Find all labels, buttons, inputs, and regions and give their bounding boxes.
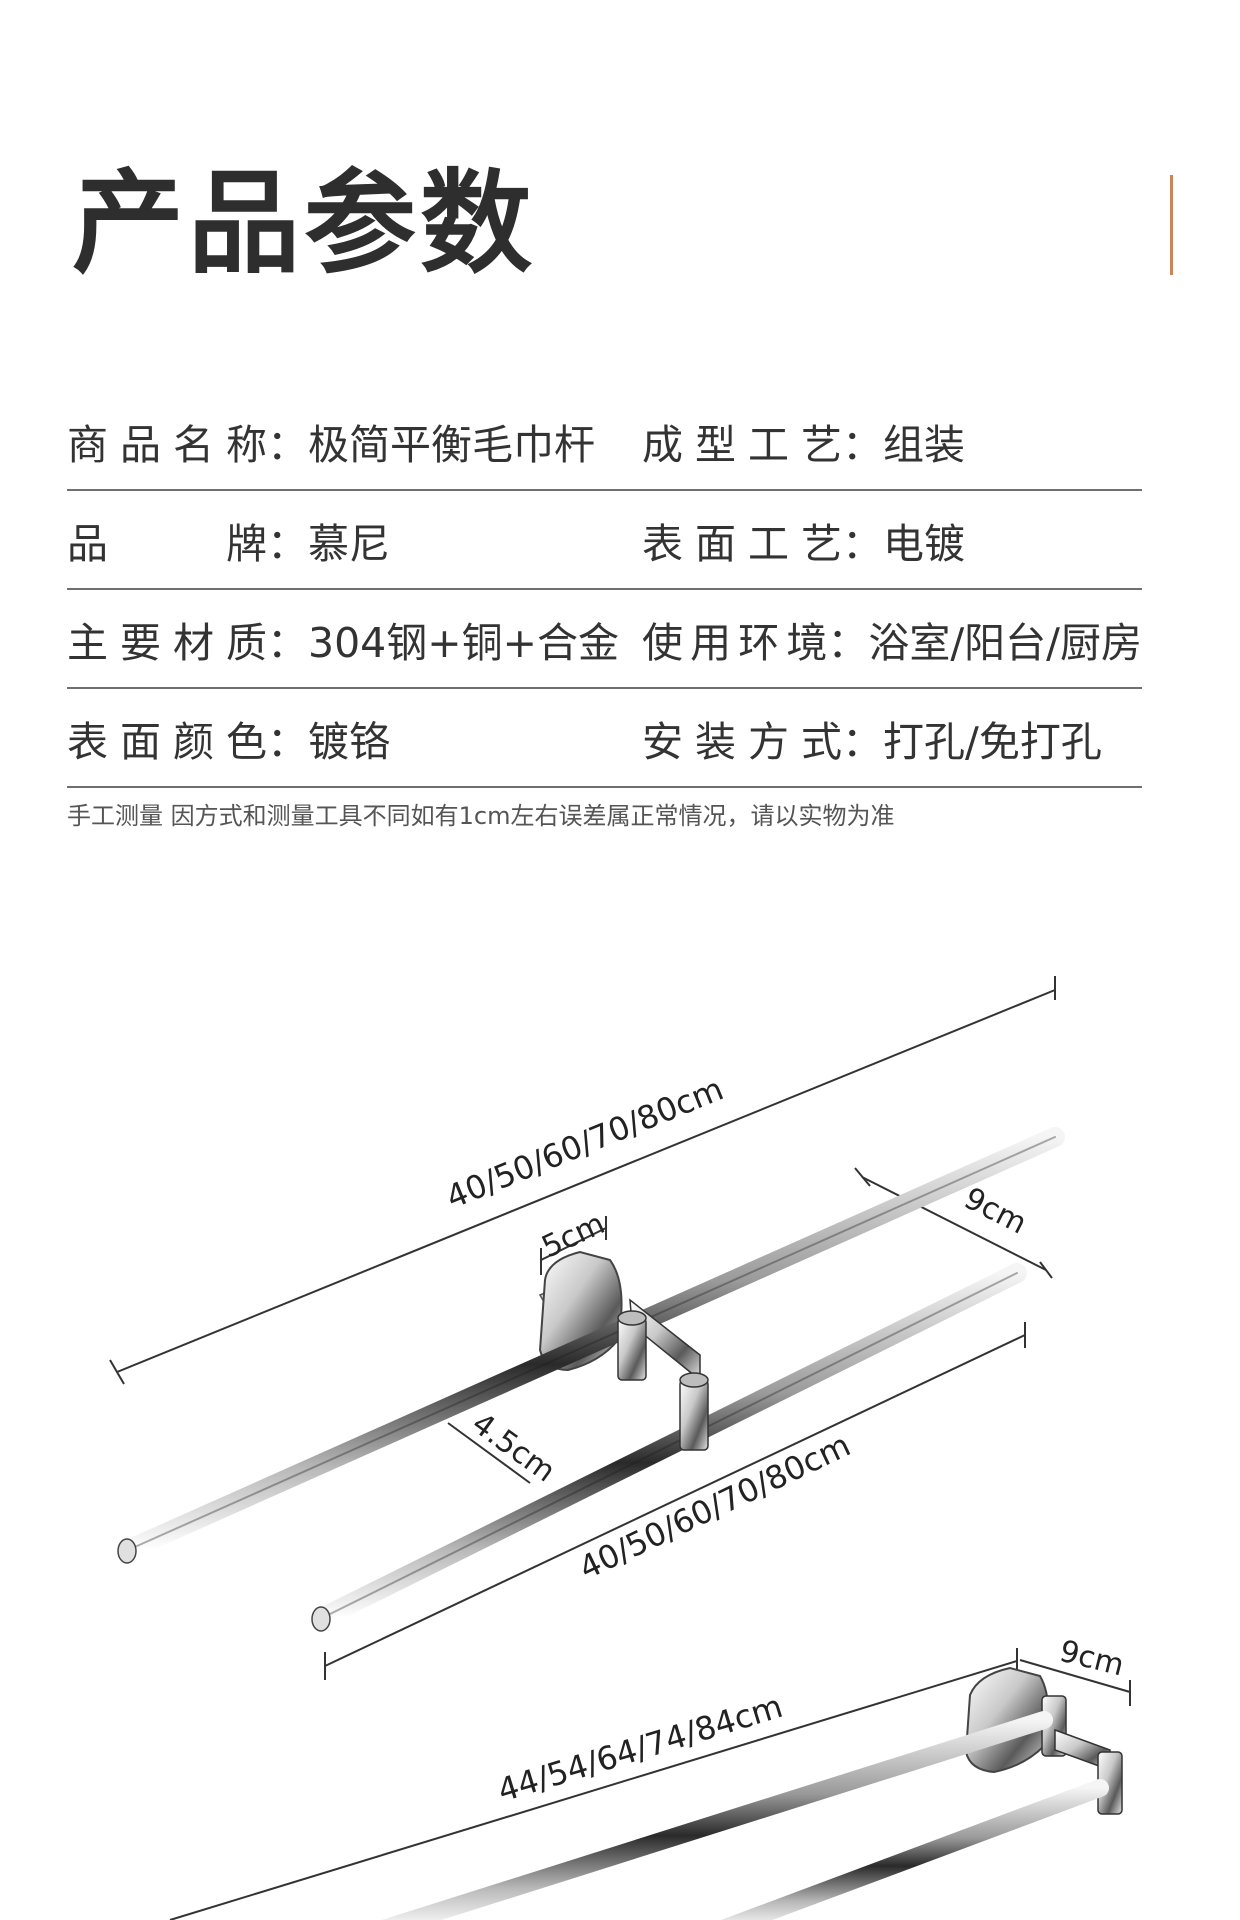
spec-cell-surface-process: 表面工艺：电镀: [642, 510, 1142, 570]
spec-value: 慕尼: [308, 519, 390, 568]
measurement-note: 手工测量 因方式和测量工具不同如有1cm左右误差属正常情况，请以实物为准: [67, 802, 895, 830]
spec-row: 主要材质：304钢+铜+合金 使用环境：浴室/阳台/厨房: [67, 590, 1142, 689]
second-spacing-line: [1019, 1659, 1131, 1693]
spec-label: 使用环境: [642, 618, 828, 667]
spec-colon: ：: [842, 717, 883, 766]
arm-offset-label: 4.5cm: [465, 1406, 561, 1489]
spec-label: 表面颜色: [67, 717, 267, 766]
lower-length-label: 40/50/60/70/80cm: [573, 1426, 856, 1588]
spec-label: 商品名称: [67, 420, 267, 469]
lower-bar-end: [311, 1606, 331, 1632]
page-title: 产品参数: [72, 159, 536, 289]
base-width-line: [540, 1227, 607, 1261]
dim-tick: [1039, 1261, 1053, 1279]
product-dimension-diagram: 40/50/60/70/80cm 40/50/60/70/80cm 5cm 9c…: [109, 976, 1131, 1920]
upper-bar-edge: [127, 1136, 1056, 1551]
spec-colon: ：: [827, 618, 869, 667]
spec-cell-brand: 品牌：慕尼: [67, 510, 642, 570]
towel-bar-product: [117, 1127, 1065, 1632]
spec-value: 组装: [883, 420, 965, 469]
pivot-upper: [617, 1317, 647, 1381]
spec-row: 品牌：慕尼 表面工艺：电镀: [67, 491, 1142, 590]
dim-tick: [109, 1359, 125, 1385]
dimension-lines: [109, 976, 1131, 1920]
second-length-line: [169, 1660, 1018, 1920]
spec-cell-install: 安装方式：打孔/免打孔: [642, 708, 1142, 768]
arm-offset-line: [447, 1422, 531, 1484]
pivot-upper-cap: [617, 1310, 647, 1326]
spec-label: 品牌: [67, 519, 267, 568]
spec-colon: ：: [842, 519, 883, 568]
lower-bar: [721, 1779, 1109, 1920]
spec-value: 电镀: [883, 519, 965, 568]
spec-label: 主要材质: [67, 618, 267, 667]
spec-colon: ：: [842, 420, 883, 469]
spec-cell-color: 表面颜色：镀铬: [67, 708, 642, 768]
upper-length-line: [116, 989, 1056, 1373]
spec-label: 成型工艺: [642, 420, 842, 469]
pivot-lower-cap: [679, 1372, 709, 1388]
spec-colon: ：: [267, 519, 308, 568]
accent-divider: [1170, 175, 1173, 275]
upper-bar-end: [117, 1538, 137, 1564]
upper-bar: [381, 1711, 1053, 1920]
second-length-label: 44/54/64/74/84cm: [493, 1687, 787, 1810]
spec-cell-environment: 使用环境：浴室/阳台/厨房: [642, 609, 1142, 669]
spec-colon: ：: [267, 420, 308, 469]
towel-bar-product-second: [381, 1666, 1123, 1920]
spec-value: 浴室/阳台/厨房: [868, 618, 1142, 667]
dim-tick: [854, 1167, 871, 1187]
lower-bar-edge: [321, 1272, 1018, 1619]
lower-length-line: [324, 1334, 1026, 1667]
second-spacing-label: 9cm: [1056, 1634, 1127, 1684]
upper-bar: [118, 1127, 1065, 1560]
spec-value: 打孔/免打孔: [883, 717, 1102, 766]
spec-colon: ：: [267, 618, 308, 667]
upper-length-label: 40/50/60/70/80cm: [441, 1070, 729, 1217]
spec-cell-name: 商品名称：极简平衡毛巾杆: [67, 411, 642, 471]
bar-spacing-label: 9cm: [958, 1181, 1032, 1242]
spec-row: 商品名称：极简平衡毛巾杆 成型工艺：组装: [67, 392, 1142, 491]
spec-cell-material: 主要材质：304钢+铜+合金: [67, 609, 642, 669]
spacing-line: [861, 1176, 1047, 1271]
spec-value: 304钢+铜+合金: [308, 618, 619, 667]
spec-value: 极简平衡毛巾杆: [308, 420, 595, 469]
spec-row: 表面颜色：镀铬 安装方式：打孔/免打孔: [67, 689, 1142, 788]
pivot-lower: [679, 1379, 709, 1451]
spec-table: 商品名称：极简平衡毛巾杆 成型工艺：组装 品牌：慕尼 表面工艺：电镀 主要材质：…: [67, 392, 1142, 788]
spec-cell-process: 成型工艺：组装: [642, 411, 1142, 471]
spec-label: 安装方式: [642, 717, 842, 766]
spec-label: 表面工艺: [642, 519, 842, 568]
spec-value: 镀铬: [308, 717, 390, 766]
spec-colon: ：: [267, 717, 308, 766]
lower-bar: [312, 1263, 1027, 1628]
